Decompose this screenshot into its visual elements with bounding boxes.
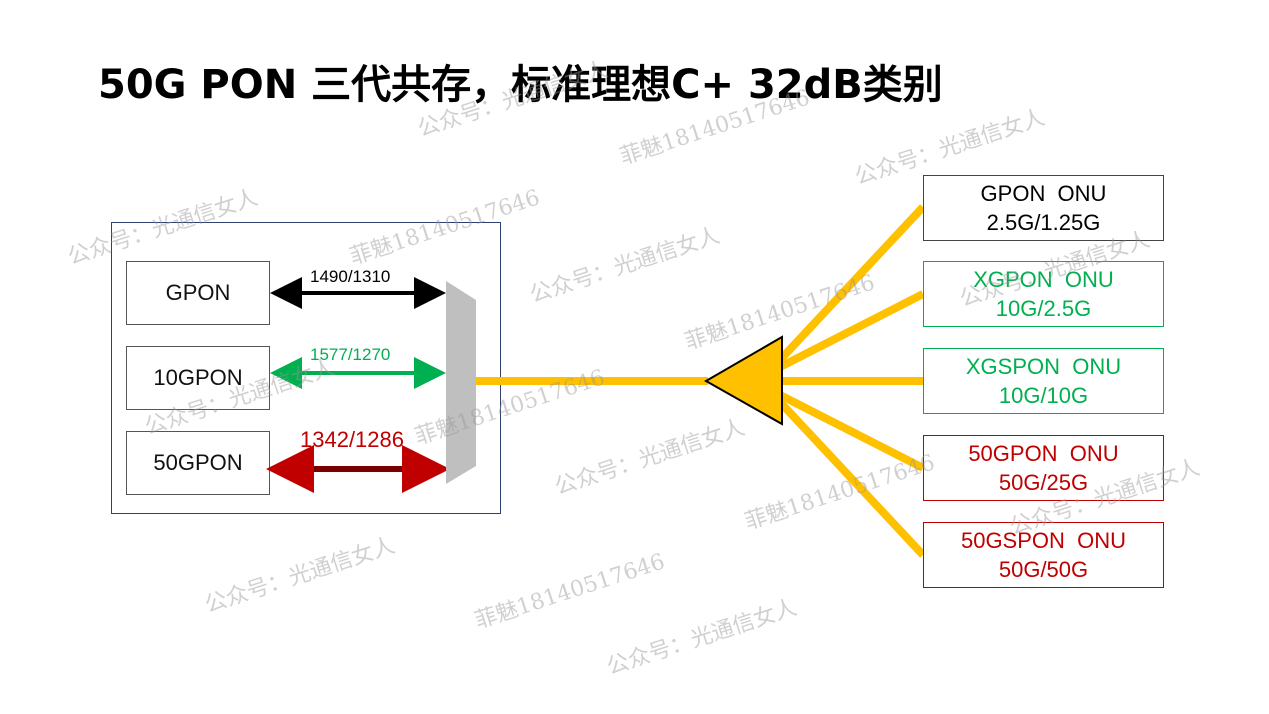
branch-fiber-2 [778,290,925,371]
onu-50gpon: 50GPON ONU 50G/25G [923,435,1164,501]
branch-fiber-4 [778,391,925,472]
onu-xgpon: XGPON ONU 10G/2.5G [923,261,1164,327]
onu-50gspon: 50GSPON ONU 50G/50G [923,522,1164,588]
branch-fiber-1 [777,204,926,363]
optical-splitter [703,335,783,426]
onu-rate: 2.5G/1.25G [986,210,1101,235]
onu-name: XGPON ONU [973,267,1114,292]
onu-rate: 10G/10G [998,383,1089,408]
olt-frame [111,222,501,514]
onu-name: 50GPON ONU [968,441,1119,466]
olt-10gpon-box: 10GPON [126,346,270,410]
branch-fiber-5 [777,399,926,558]
onu-rate: 10G/2.5G [995,296,1092,321]
olt-50gpon-box: 50GPON [126,431,270,495]
onu-name: GPON ONU [980,181,1107,206]
wdm-mux [446,281,476,484]
olt-gpon-box: GPON [126,261,270,325]
onu-name: XGSPON ONU [965,354,1122,379]
onu-gpon: GPON ONU 2.5G/1.25G [923,175,1164,241]
page-title: 50G PON 三代共存，标准理想C+ 32dB类别 [98,62,943,108]
onu-name: 50GSPON ONU [960,528,1127,553]
onu-rate: 50G/25G [998,470,1089,495]
branch-fibers [777,204,926,558]
onu-rate: 50G/50G [998,557,1089,582]
onu-xgspon: XGSPON ONU 10G/10G [923,348,1164,414]
